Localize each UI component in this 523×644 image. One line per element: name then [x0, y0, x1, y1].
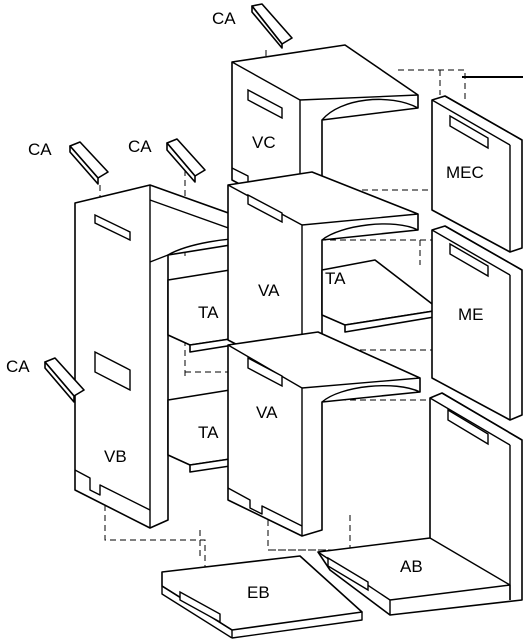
label-ca-mid: CA	[128, 137, 152, 156]
label-ca-mid-left: CA	[28, 140, 52, 159]
va-lower-unit	[227, 331, 421, 537]
ca-block-mid-left	[69, 141, 109, 185]
label-me: ME	[458, 305, 484, 324]
label-vc: VC	[252, 133, 276, 152]
ab-base	[317, 392, 523, 616]
vc-unit	[231, 44, 419, 217]
label-ta-left-lower: TA	[198, 423, 219, 442]
label-mec: MEC	[446, 163, 484, 182]
label-ca-left: CA	[6, 357, 30, 376]
mec-slot	[449, 114, 489, 150]
ab-slot-bottom	[327, 556, 369, 592]
ca-block-top	[251, 3, 293, 49]
label-va-bottom: VA	[256, 403, 278, 422]
ta-shelf-upper	[321, 259, 441, 333]
label-ab: AB	[400, 557, 423, 576]
ab-slot	[447, 408, 489, 446]
label-va-top: VA	[258, 281, 280, 300]
vb-slot-mid	[94, 350, 131, 392]
label-vb: VB	[104, 447, 127, 466]
va-lower-slot	[247, 356, 283, 388]
vb-slot-top	[94, 213, 131, 242]
eb-base	[161, 555, 363, 639]
mec-panel	[431, 95, 523, 253]
labels: CA CA CA CA VC MEC VA TA ME TA VA TA VB …	[6, 9, 484, 602]
label-ca-top: CA	[212, 9, 236, 28]
va-upper-slot	[247, 193, 283, 224]
label-eb: EB	[247, 583, 270, 602]
eb-slot	[179, 590, 221, 624]
ca-block-left	[44, 357, 85, 403]
label-ta-upper: TA	[325, 269, 346, 288]
ca-block-mid	[166, 138, 206, 183]
label-ta-left-upper: TA	[198, 303, 219, 322]
vc-slot	[247, 88, 283, 120]
me-panel	[431, 225, 523, 421]
me-slot	[449, 242, 489, 278]
vb-unit	[74, 184, 263, 529]
